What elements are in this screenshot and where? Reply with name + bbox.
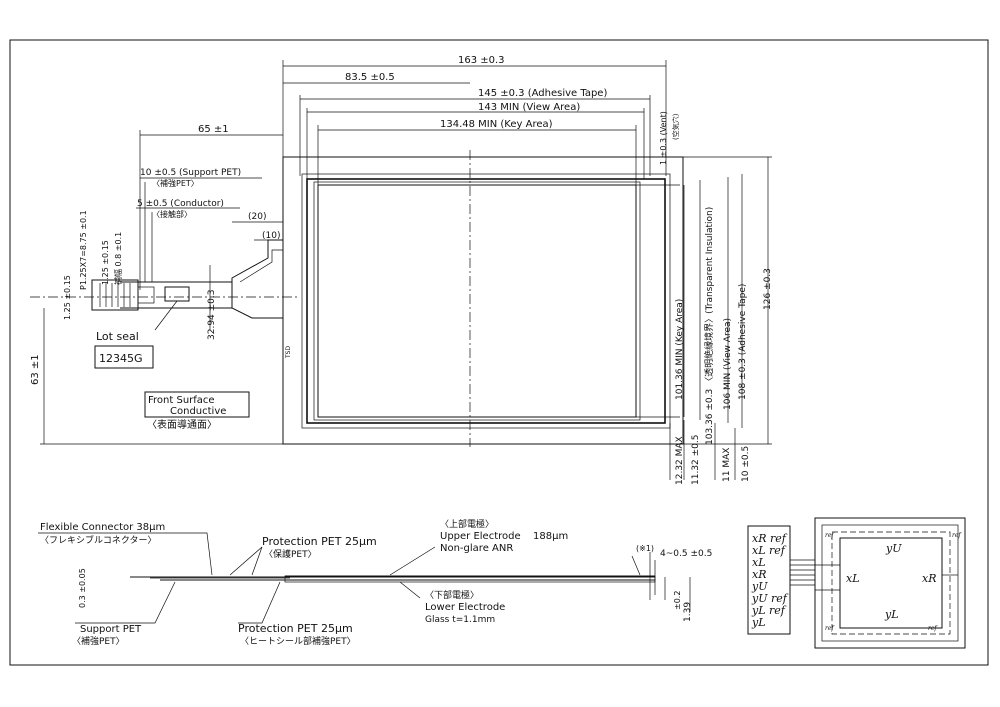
dim-134-48: 134.48 MIN (Key Area) (440, 119, 553, 130)
flex-connector-label: Flexible Connector 38μm (40, 522, 165, 533)
edge-dim: 4~0.5 ±0.5 (660, 549, 712, 559)
dim-163: 163 ±0.3 (458, 55, 505, 66)
dim-108: 108 ±0.3 (Adhesive Tape) (738, 284, 748, 400)
pin-5: yU (751, 580, 768, 593)
front-surface-line1: Front Surface (148, 395, 215, 406)
dim-10: 10 ±0.5 (741, 446, 751, 482)
dim-20: (20) (248, 212, 266, 222)
dim-143: 143 MIN (View Area) (478, 102, 580, 113)
dim-65: 65 ±1 (198, 124, 229, 135)
dim-83-5: 83.5 ±0.5 (345, 72, 395, 83)
dim-pitch-1: 1.25 ±0.15 (63, 275, 72, 320)
dim-vent: 1 ±0.3 (Vent) (659, 111, 668, 165)
upper-electrode: Upper Electrode (440, 531, 521, 542)
dim-conductor: 5 ±0.5 (Conductor) (137, 199, 224, 209)
front-surface-line2: Conductive (170, 406, 226, 417)
protection-pet-top-jp: 〈保護PET〉 (264, 548, 317, 560)
dim-63: 63 ±1 (30, 354, 41, 385)
pin-7: yL ref (751, 604, 787, 617)
lot-number-box (94, 345, 154, 369)
right-dimensions: 101.36 MIN (Key Area) 103.36 ±0.3 〈透明絶縁境… (636, 156, 773, 445)
panel-top-view: TSD (30, 150, 684, 447)
top-dimensions: 163 ±0.3 83.5 ±0.5 145 ±0.3 (Adhesive Ta… (139, 55, 680, 290)
lower-electrode-jp: 〈下部電極〉 (425, 589, 479, 601)
pinout-box: xR ref xL ref xL xR yU yU ref yL ref yL (747, 525, 815, 635)
dim-106: 106 MIN (View Area) (723, 318, 733, 410)
dim-12-32: 12.32 MAX (675, 436, 685, 485)
schem-ref-bl: ref (825, 625, 835, 632)
pin-6: yU ref (751, 592, 789, 605)
protection-pet-top: Protection PET 25μm (262, 535, 377, 548)
dim-11: 11 MAX (722, 448, 732, 482)
dim-11-32: 11.32 ±0.5 (691, 435, 701, 485)
left-thickness: 0.3 ±0.05 (78, 568, 87, 608)
pin-8: yL (751, 616, 766, 629)
schem-xR: xR (922, 572, 937, 585)
protection-pet-bottom-jp: 〈ヒートシール部補強PET〉 (240, 635, 356, 647)
dim-pad-width: 補幅 0.8 ±0.1 (113, 232, 123, 285)
schem-xL: xL (846, 572, 860, 585)
dim-101-36: 101.36 MIN (Key Area) (675, 299, 685, 400)
schem-yU: yU (885, 542, 902, 555)
protection-pet-bottom: Protection PET 25μm (238, 622, 353, 635)
dim-conductor-jp: 〈接触部〉 (152, 209, 192, 219)
pin-1: xR ref (752, 532, 788, 545)
lot-number: 12345G (99, 352, 143, 365)
dim-pitch-2: 1.25 ±0.15 (101, 240, 110, 285)
glass-label: Glass t=1.1mm (425, 615, 495, 625)
tsd-label: TSD (285, 346, 292, 359)
dim-pitch-total: P1.25X7=8.75 ±0.1 (79, 210, 88, 290)
schem-ref-tl: ref (825, 532, 835, 539)
dim-10: (10) (262, 231, 280, 241)
upper-thickness: 188μm (533, 531, 568, 542)
schem-yL: yL (884, 608, 899, 621)
support-pet-label: Support PET (80, 624, 142, 635)
dim-32-94: 32.94 ±0.3 (207, 290, 217, 340)
fpc-tail: 10 ±0.5 (Support PET) 〈補強PET〉 5 ±0.5 (Co… (30, 168, 283, 445)
front-surface-box (144, 391, 250, 418)
pin-2: xL ref (752, 544, 787, 557)
dim-support-pet: 10 ±0.5 (Support PET) (140, 168, 241, 178)
note-mark: (※1) (636, 544, 654, 553)
cross-section (38, 532, 691, 624)
right-thickness-b: 1.39 (683, 602, 693, 622)
dim-126: 126 ±0.3 (763, 268, 773, 310)
front-surface-jp: 〈表面導通面〉 (147, 418, 217, 431)
bottom-dimensions: 12.32 MAX 11.32 ±0.5 11 MAX 10 ±0.5 (669, 420, 751, 485)
lot-seal-label: Lot seal (96, 330, 139, 343)
upper-finish: Non-glare ANR (440, 543, 513, 554)
schem-ref-br: ref (928, 625, 938, 632)
upper-electrode-jp: 〈上部電極〉 (440, 518, 494, 530)
support-pet-jp: 〈補強PET〉 (72, 635, 125, 647)
schem-ref-tr: ref (952, 532, 962, 539)
dim-103-36: 103.36 ±0.3 〈透明絶縁境界〉(Transparent Insulat… (703, 207, 715, 445)
flex-connector-jp: 〈フレキシブルコネクター〉 (40, 534, 156, 546)
lower-electrode: Lower Electrode (425, 602, 505, 613)
dim-vent-jp: (空気穴) (671, 113, 680, 140)
electrode-schematic: yU yL xL xR ref ref ref ref (814, 517, 966, 649)
pin-3: xL (752, 556, 766, 569)
pin-4: xR (752, 568, 767, 581)
right-thickness-a: ±0.2 (673, 591, 682, 610)
dim-145: 145 ±0.3 (Adhesive Tape) (478, 88, 607, 99)
drawing-border (9, 39, 989, 666)
dim-support-pet-jp: 〈補強PET〉 (152, 178, 199, 188)
